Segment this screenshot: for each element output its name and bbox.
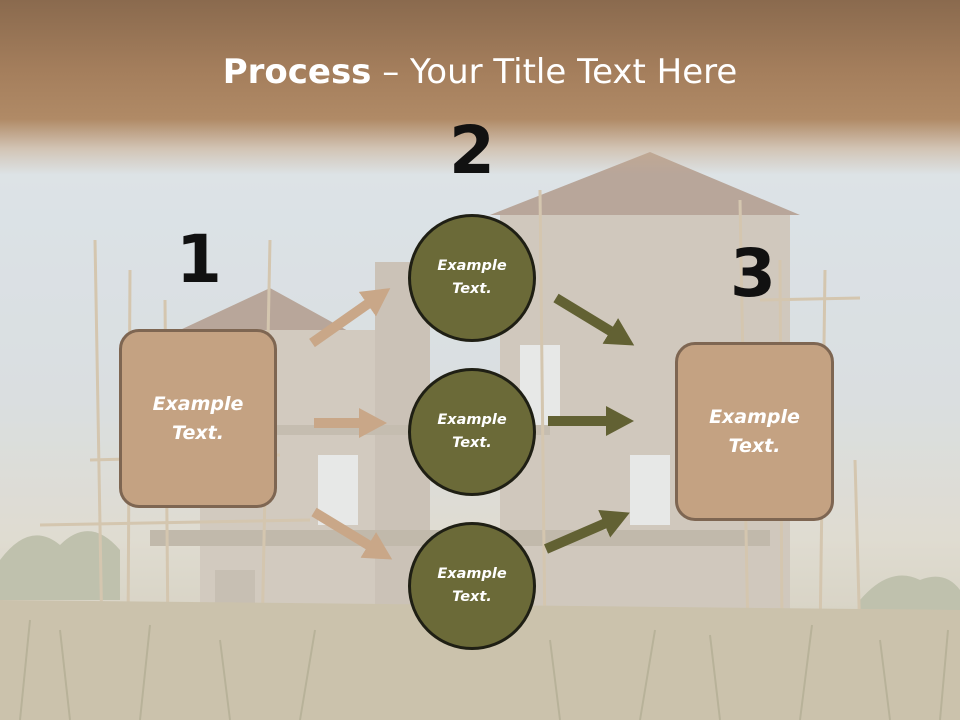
process-box-left-text: Example Text.	[152, 392, 244, 444]
process-box-left[interactable]: Example Text.	[119, 329, 277, 508]
step-number-1: 1	[176, 221, 222, 298]
arrow-top-to-right	[553, 293, 635, 346]
arrow-left-to-bottom	[311, 507, 393, 560]
arrow-bottom-to-right	[544, 510, 630, 554]
step-number-2: 2	[449, 112, 495, 189]
slide-title-bold: Process	[222, 52, 372, 92]
slide-title: Process – Your Title Text Here	[0, 52, 960, 92]
process-circle-middle[interactable]: Example Text.	[408, 368, 536, 496]
process-box-right[interactable]: Example Text.	[675, 342, 834, 521]
process-box-right-text: Example Text.	[709, 405, 800, 457]
process-circle-top[interactable]: Example Text.	[408, 214, 536, 342]
step-number-3: 3	[730, 235, 776, 312]
process-circle-middle-text: Example Text.	[437, 412, 507, 451]
process-circle-top-text: Example Text.	[437, 258, 507, 297]
arrow-left-to-top	[309, 288, 391, 348]
process-circle-bottom[interactable]: Example Text.	[408, 522, 536, 650]
process-circle-bottom-text: Example Text.	[437, 566, 507, 605]
slide-title-rest: – Your Title Text Here	[371, 52, 738, 92]
title-band	[0, 0, 960, 175]
